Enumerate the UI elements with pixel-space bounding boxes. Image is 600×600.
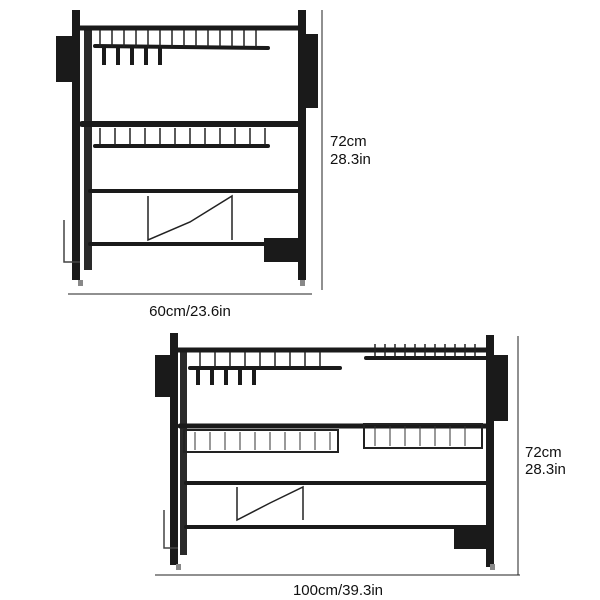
small-rack-height-dimension: 72cm 28.3in bbox=[321, 10, 371, 290]
utensil-hooks bbox=[102, 48, 162, 65]
large-rack-height-in: 28.3in bbox=[525, 461, 566, 478]
small-rack-height-cm: 72cm bbox=[330, 133, 367, 150]
knife-holder bbox=[56, 36, 78, 82]
knife-holder bbox=[155, 355, 177, 397]
large-rack-height-dimension: 72cm 28.3in bbox=[517, 336, 566, 575]
large-dish-rack bbox=[155, 333, 508, 570]
small-dish-rack bbox=[56, 10, 318, 286]
cutting-board-holder bbox=[304, 34, 318, 108]
utensil-hooks bbox=[196, 369, 256, 385]
large-rack-width: 100cm/39.3in bbox=[293, 582, 383, 599]
cutting-board-holder bbox=[494, 355, 508, 421]
large-rack-height-cm: 72cm bbox=[525, 444, 562, 461]
utensil-cup bbox=[454, 525, 490, 549]
small-rack-width-dimension: 60cm/23.6in bbox=[68, 293, 312, 320]
utensil-cup bbox=[264, 238, 298, 262]
large-rack-width-dimension: 100cm/39.3in bbox=[155, 574, 520, 599]
small-rack-height-in: 28.3in bbox=[330, 151, 371, 168]
small-rack-width: 60cm/23.6in bbox=[149, 303, 231, 320]
